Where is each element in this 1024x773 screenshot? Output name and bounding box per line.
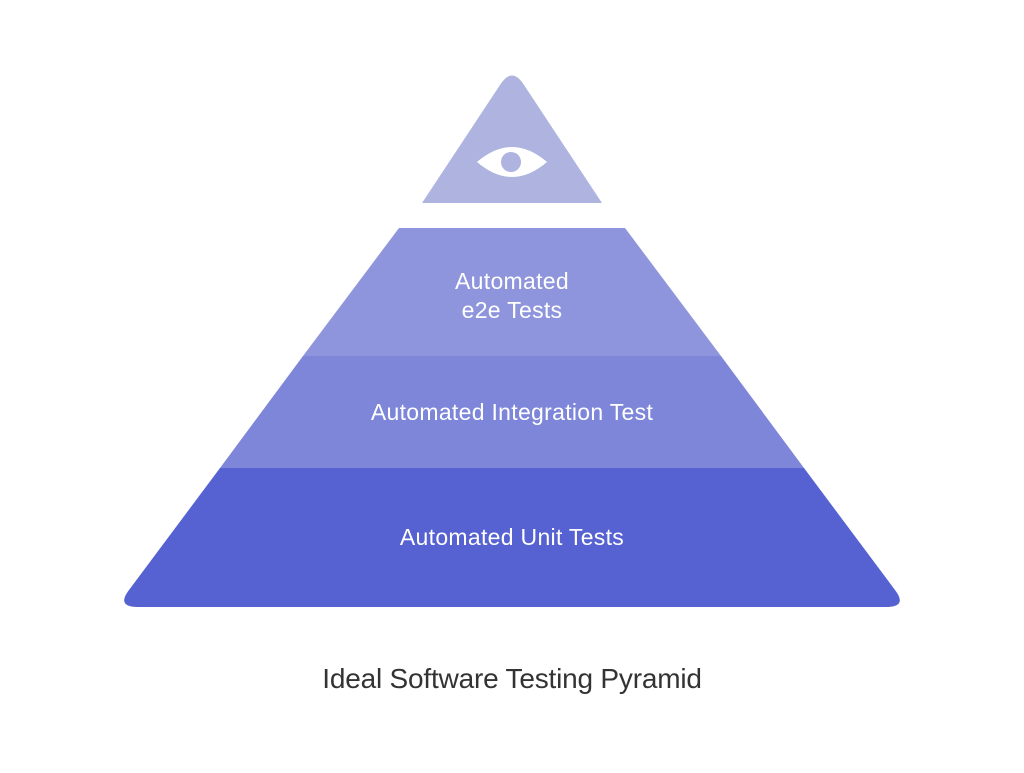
diagram-title: Ideal Software Testing Pyramid [322, 663, 701, 694]
pyramid-level-ui-tests [422, 75, 602, 203]
pyramid-level-integration-tests [220, 356, 804, 468]
e2e-tests-label-line2: e2e Tests [462, 297, 563, 323]
unit-tests-label: Automated Unit Tests [400, 524, 624, 550]
pyramid-level-e2e-tests [303, 228, 721, 356]
eye-pupil [501, 152, 521, 172]
pyramid-level-unit-tests [124, 468, 900, 607]
integration-tests-label: Automated Integration Test [371, 399, 654, 425]
eye-icon [477, 147, 547, 177]
e2e-tests-label-line1: Automated [455, 268, 569, 294]
